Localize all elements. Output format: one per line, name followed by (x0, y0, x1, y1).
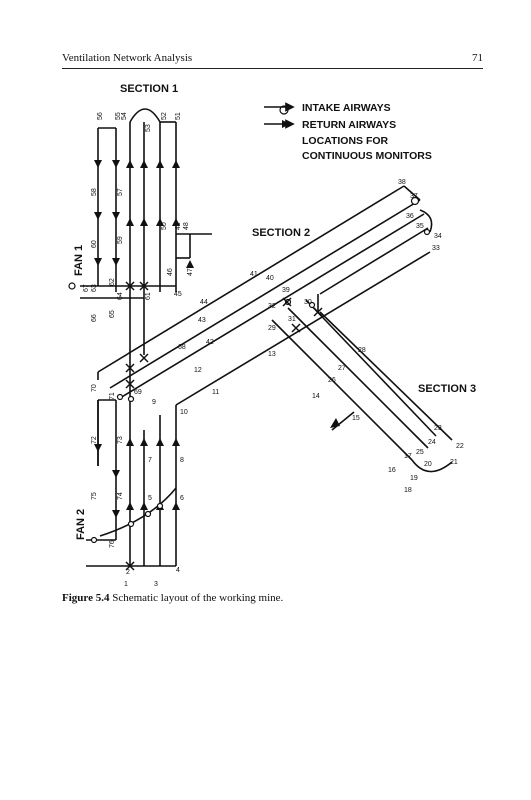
node-label: 57 (117, 188, 124, 196)
node-label: 74 (117, 492, 124, 500)
legend-return: RETURN AIRWAYS (302, 119, 396, 131)
node-label: 49 (175, 222, 182, 230)
node-label: 55 (115, 112, 122, 120)
node-label: 44 (200, 299, 208, 306)
node-label: 64 (117, 292, 124, 300)
node-label: 23 (434, 425, 442, 432)
node-label: 70 (91, 384, 98, 392)
airway-lines (80, 108, 453, 567)
node-label: 72 (91, 436, 98, 444)
node-label: 21 (450, 459, 458, 466)
node-label: 52 (161, 112, 168, 120)
node-label: 15 (352, 415, 360, 422)
node-label: 16 (388, 467, 396, 474)
node-label: 50 (161, 222, 168, 230)
figure-caption-label: Figure 5.4 (62, 592, 110, 604)
monitor-locations (68, 105, 431, 544)
node-label: 41 (250, 271, 258, 278)
figure-caption: Figure 5.4 Schematic layout of the worki… (62, 592, 283, 604)
node-label: 18 (404, 487, 412, 494)
node-label: 45 (174, 291, 182, 298)
node-label: 76 (109, 540, 116, 548)
node-label: 54 (121, 112, 128, 120)
node-label: 27 (338, 365, 346, 372)
figure-caption-text: Schematic layout of the working mine. (112, 592, 284, 604)
node-label: 33 (432, 245, 440, 252)
node-label: 65 (109, 310, 116, 318)
node-label: 42 (206, 339, 214, 346)
node-label: 14 (312, 393, 320, 400)
node-label: 37 (410, 193, 418, 200)
node-label: 20 (424, 461, 432, 468)
node-label: 2 (126, 569, 130, 576)
node-label: 6 (180, 495, 184, 502)
node-label: 61 (145, 292, 152, 300)
node-label: 59 (117, 236, 124, 244)
node-label: 22 (456, 443, 464, 450)
legend-monitor-line1: LOCATIONS FOR (302, 135, 389, 147)
node-label: 4 (176, 567, 180, 574)
node-label: 1 (124, 581, 128, 586)
header-rule (62, 68, 483, 69)
node-label: 48 (183, 222, 190, 230)
node-label: 32 (268, 303, 276, 310)
node-label: 73 (117, 436, 124, 444)
node-label: 8 (180, 457, 184, 464)
node-label: 71 (109, 392, 116, 400)
node-label: 63 (91, 284, 98, 292)
node-label: 12 (194, 367, 202, 374)
node-label: 51 (175, 112, 182, 120)
node-label: 25 (416, 449, 424, 456)
node-label: 67 (83, 284, 90, 292)
node-label: 36 (406, 213, 414, 220)
node-label: 5 (148, 495, 152, 502)
node-label: 62 (109, 278, 116, 286)
node-label: 10 (180, 409, 188, 416)
node-label: 47 (187, 268, 194, 276)
node-label: 40 (266, 275, 274, 282)
node-label: 39 (282, 287, 290, 294)
node-label: 28 (358, 347, 366, 354)
node-label: 53 (145, 124, 152, 132)
node-label: 13 (268, 351, 276, 358)
section-3-label: SECTION 3 (418, 383, 476, 395)
node-label: 24 (428, 439, 436, 446)
node-label: 69 (134, 389, 142, 396)
legend: INTAKE AIRWAYS RETURN AIRWAYS LOCATIONS … (264, 102, 432, 162)
running-title: Ventilation Network Analysis (62, 52, 193, 64)
node-label: 66 (91, 314, 98, 322)
node-label: 68 (178, 344, 186, 351)
node-label: 34 (434, 233, 442, 240)
node-label: 43 (198, 317, 206, 324)
fan-2-label: FAN 2 (75, 509, 87, 540)
node-label: 9 (152, 399, 156, 406)
legend-intake: INTAKE AIRWAYS (302, 102, 391, 114)
node-label: 56 (97, 112, 104, 120)
section-2-label: SECTION 2 (252, 227, 310, 239)
node-label: 7 (148, 457, 152, 464)
mine-ventilation-schematic: INTAKE AIRWAYS RETURN AIRWAYS LOCATIONS … (68, 83, 476, 586)
node-label: 75 (91, 492, 98, 500)
section-1-label: SECTION 1 (120, 83, 178, 95)
node-label: 35 (416, 223, 424, 230)
node-label: 60 (91, 240, 98, 248)
fan-1-label: FAN 1 (73, 245, 85, 276)
page-number: 71 (472, 52, 483, 64)
node-label: 46 (167, 268, 174, 276)
node-label: 11 (212, 389, 219, 396)
node-label: 19 (410, 475, 418, 482)
node-labels: 1 2 3 4 5 6 7 8 9 10 11 12 13 14 15 16 1… (83, 112, 464, 586)
stoppings (125, 281, 323, 571)
node-label: 30 (304, 299, 312, 306)
node-label: 58 (91, 188, 98, 196)
legend-monitor-line2: CONTINUOUS MONITORS (302, 150, 432, 162)
node-label: 38 (398, 179, 406, 186)
node-label: 31 (288, 316, 296, 323)
node-label: 29 (268, 325, 276, 332)
node-label: 3 (154, 581, 158, 586)
node-label: 26 (328, 377, 336, 384)
node-label: 17 (404, 453, 412, 460)
